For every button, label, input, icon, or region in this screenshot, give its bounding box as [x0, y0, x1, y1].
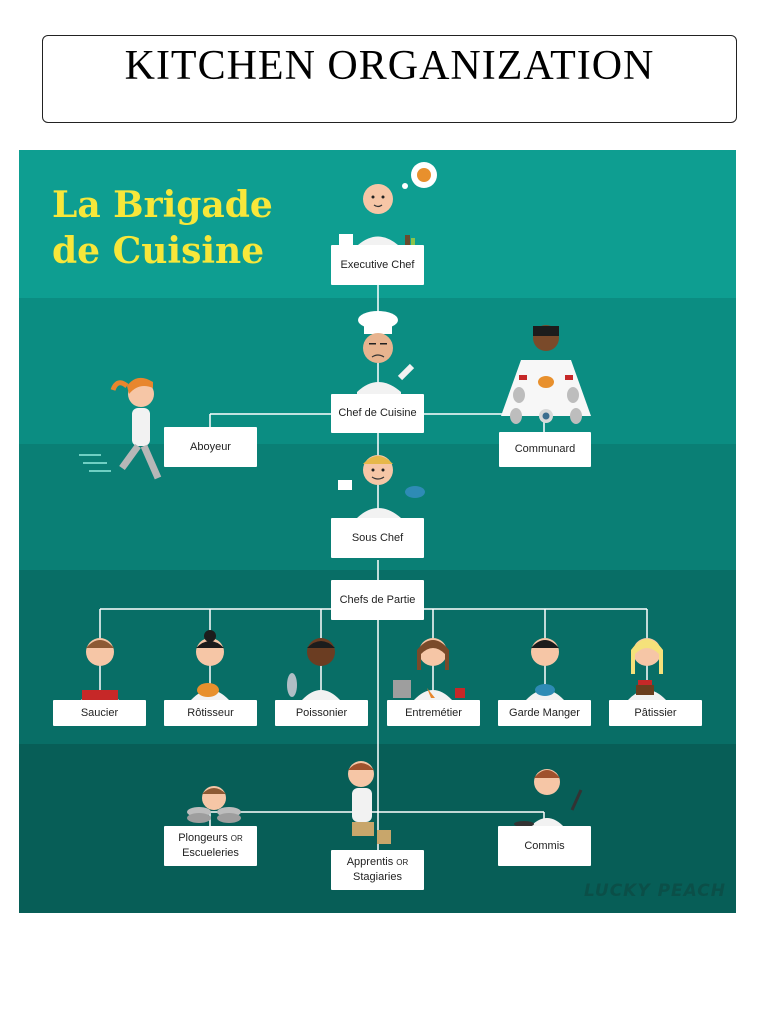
- role-label-line-2: Stagiaries: [353, 871, 402, 883]
- role-executive-chef: Executive Chef: [331, 245, 424, 285]
- role-saucier: Saucier: [53, 700, 146, 726]
- role-label: Sous Chef: [351, 531, 404, 544]
- chef-de-cuisine-figure: [357, 311, 415, 398]
- role-communard: Communard: [499, 432, 591, 467]
- role-label: Communard: [514, 443, 576, 455]
- garde-manger-figure: [526, 638, 564, 700]
- role-label: Saucier: [80, 706, 119, 719]
- role-or-label: OR: [396, 858, 409, 867]
- aboyeur-figure: [79, 377, 162, 480]
- brigade-poster: La Brigade de Cuisine: [19, 150, 736, 913]
- role-label: Garde Manger: [509, 706, 580, 719]
- title-box: KITCHEN ORGANIZATION: [42, 35, 737, 123]
- role-label: Chef de Cuisine: [338, 407, 417, 419]
- role-label: Executive Chef: [340, 258, 415, 271]
- role-entremetier: Entremétier: [387, 700, 480, 726]
- role-aboyeur: Aboyeur: [164, 427, 257, 467]
- sous-chef-figure: [338, 455, 425, 518]
- role-rotisseur: Rôtisseur: [164, 700, 257, 726]
- plongeurs-figure: [187, 786, 241, 823]
- patissier-figure: [628, 638, 666, 700]
- role-plongeurs: Plongeurs OR Escueleries: [164, 826, 257, 866]
- role-label: Poissonier: [295, 706, 348, 719]
- role-label: Apprentis OR: [347, 855, 409, 870]
- role-apprentis: Apprentis OR Stagiaries: [331, 850, 424, 890]
- role-poissonier: Poissonier: [275, 700, 368, 726]
- poissonier-figure: [287, 638, 340, 700]
- role-garde-manger: Garde Manger: [498, 700, 591, 726]
- role-chef-de-cuisine: Chef de Cuisine: [331, 394, 424, 433]
- role-patissier: Pâtissier: [609, 700, 702, 726]
- role-label-line-2: Escueleries: [182, 847, 239, 859]
- page-title: KITCHEN ORGANIZATION: [124, 43, 655, 89]
- lucky-peach-logo: LUCKY PEACH: [584, 881, 726, 901]
- entremetier-figure: [393, 638, 465, 700]
- rotisseur-figure: [191, 630, 229, 700]
- role-sous-chef: Sous Chef: [331, 518, 424, 558]
- role-label-part: Apprentis: [346, 856, 394, 868]
- poster-title-line-1: La Brigade: [52, 184, 273, 226]
- role-or-label: OR: [230, 834, 243, 843]
- role-label: Pâtissier: [634, 706, 677, 719]
- role-label: Rôtisseur: [187, 706, 234, 719]
- role-chefs-de-partie: Chefs de Partie: [331, 580, 424, 620]
- role-label-part: Plongeurs: [178, 832, 228, 844]
- role-label: Entremétier: [405, 706, 462, 719]
- commis-figure: [514, 769, 583, 828]
- role-label: Aboyeur: [190, 440, 231, 453]
- role-commis: Commis: [498, 826, 591, 866]
- communard-figure: [501, 325, 591, 424]
- saucier-figure: [81, 638, 119, 700]
- role-label: Plongeurs OR: [178, 831, 243, 846]
- poster-title: La Brigade de Cuisine: [52, 182, 273, 274]
- poster-title-line-2: de Cuisine: [52, 230, 265, 272]
- role-label: Commis: [524, 839, 565, 852]
- role-label: Chefs de Partie: [339, 593, 416, 606]
- apprentis-figure: [348, 761, 391, 844]
